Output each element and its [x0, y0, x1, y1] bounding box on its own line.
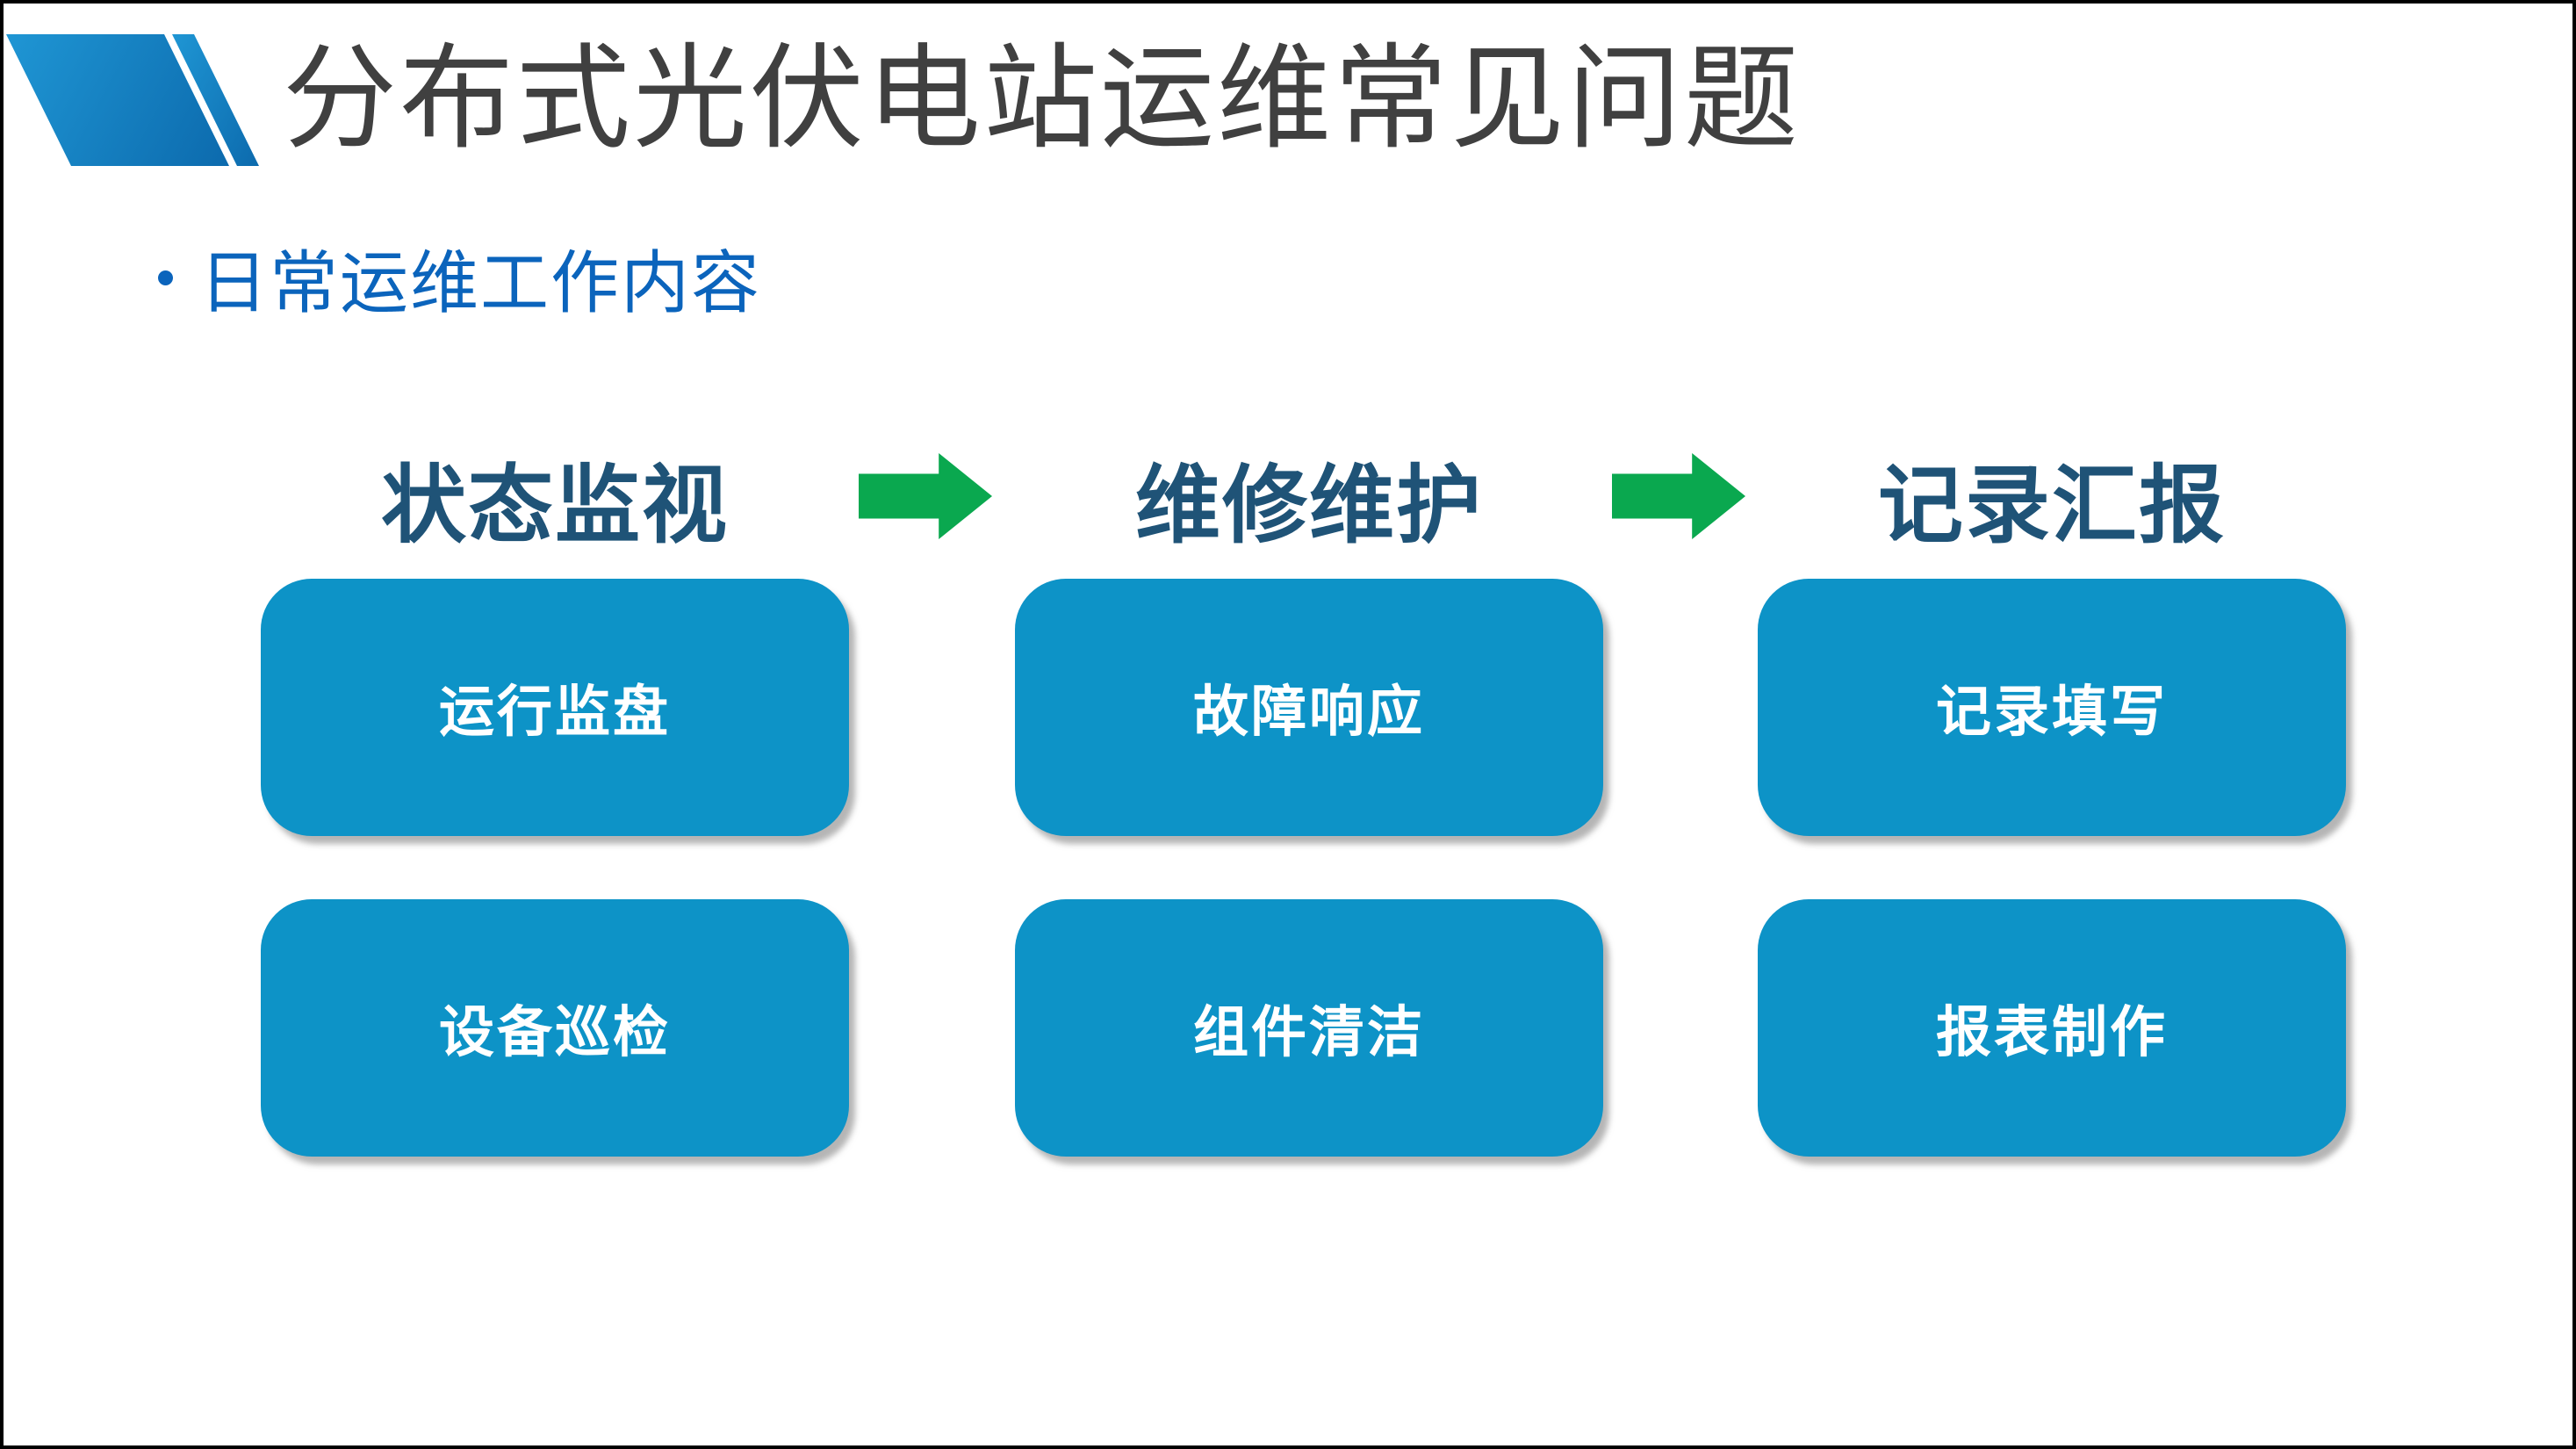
flow-arrow-icon [1612, 453, 1745, 539]
flow-arrow-icon [859, 453, 992, 539]
column-header-record-reporting: 记录汇报 [1878, 458, 2226, 553]
flow-box-module-cleaning: 组件清洁 [1015, 899, 1603, 1157]
flow-box-label: 运行监盘 [439, 681, 671, 743]
column-header-status-monitoring: 状态监视 [381, 458, 729, 553]
flow-box-fault-response: 故障响应 [1015, 579, 1603, 836]
flow-box-label: 记录填写 [1936, 681, 2168, 743]
flow-box-label: 组件清洁 [1193, 1002, 1425, 1063]
flow-box-label: 报表制作 [1936, 1002, 2168, 1063]
bullet-line: 日常运维工作内容 [158, 228, 761, 327]
flow-box-label: 故障响应 [1193, 681, 1425, 743]
flow-box-equipment-inspection: 设备巡检 [261, 899, 849, 1157]
bullet-text: 日常运维工作内容 [199, 244, 762, 321]
flow-box-operation-monitoring: 运行监盘 [261, 579, 849, 836]
flow-box-record-filling: 记录填写 [1758, 579, 2346, 836]
flow-box-label: 设备巡检 [439, 1002, 671, 1063]
bullet-dot [158, 270, 173, 285]
column-header-maintenance: 维修维护 [1135, 458, 1483, 553]
slide-title: 分布式光伏电站运维常见问题 [283, 34, 1802, 162]
flow-box-report-making: 报表制作 [1758, 899, 2346, 1157]
